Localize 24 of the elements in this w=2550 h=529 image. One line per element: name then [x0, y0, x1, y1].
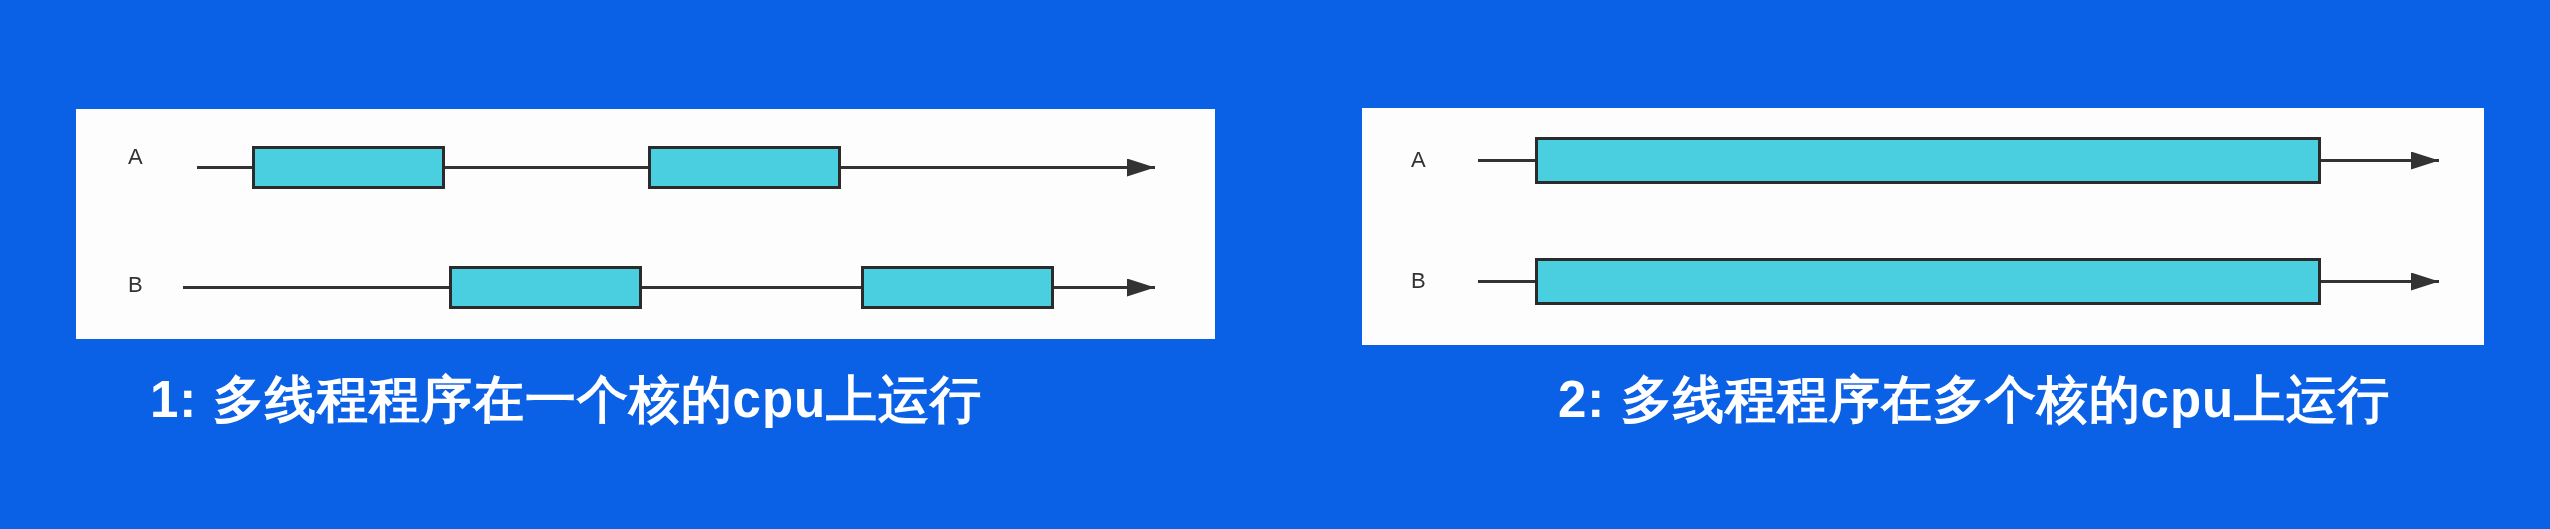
arrow: [1054, 278, 1155, 297]
timeline-panel: [1362, 108, 2484, 345]
panel-caption: 1: 多线程程序在一个核的cpu上运行: [150, 371, 983, 429]
row-label: B: [1411, 270, 1426, 292]
task-bar: [449, 266, 642, 309]
arrow: [841, 158, 1155, 177]
task-bar: [861, 266, 1054, 309]
row-label: A: [128, 146, 143, 168]
timeline-panel: [76, 109, 1215, 339]
row-label: A: [1411, 149, 1426, 171]
task-bar: [252, 146, 445, 189]
arrow: [2321, 151, 2439, 170]
line: [642, 286, 861, 289]
line: [197, 166, 252, 169]
task-bar: [648, 146, 841, 189]
panel-caption: 2: 多线程程序在多个核的cpu上运行: [1558, 371, 2391, 429]
line: [1478, 159, 1535, 162]
line: [1478, 280, 1535, 283]
line: [445, 166, 648, 169]
task-bar: [1535, 137, 2321, 184]
row-label: B: [128, 274, 143, 296]
task-bar: [1535, 258, 2321, 305]
line: [183, 286, 449, 289]
arrow: [2321, 272, 2439, 291]
